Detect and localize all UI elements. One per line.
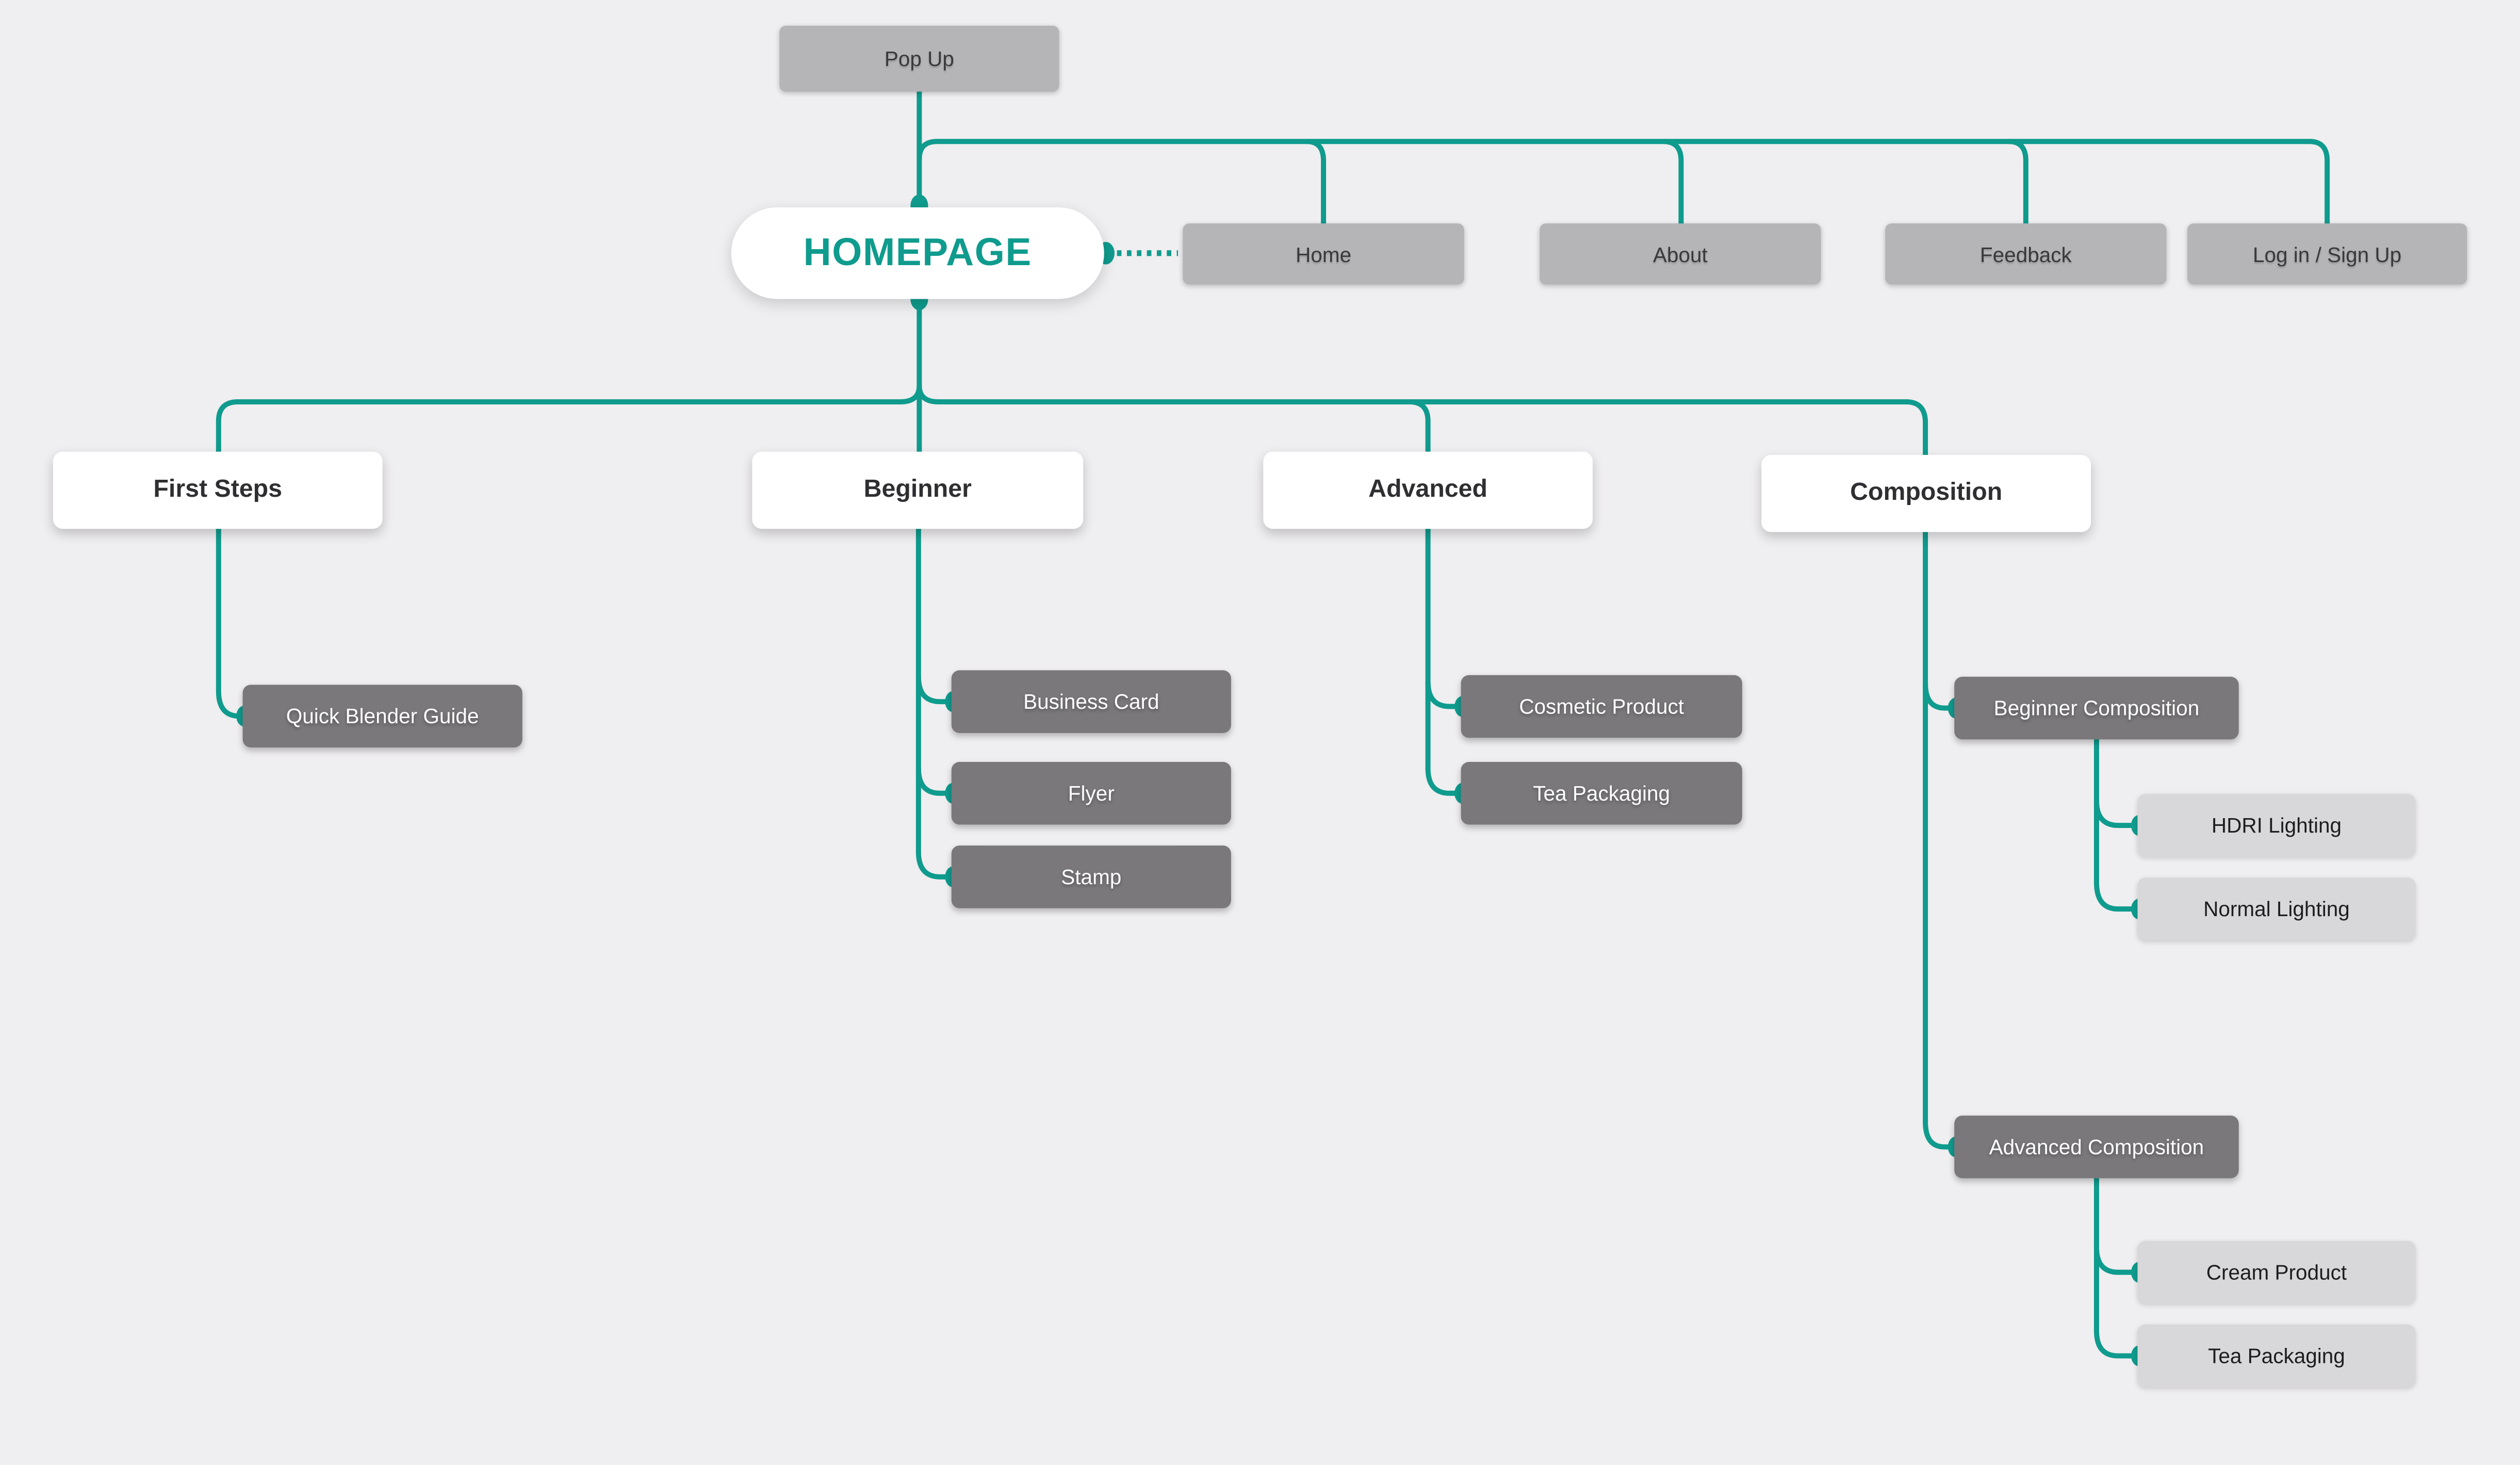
connector-advancedcomp-cream [2093,1245,2134,1275]
node-beginner-composition[interactable]: Beginner Composition [1954,676,2239,740]
node-login-signup[interactable]: Log in / Sign Up [2187,223,2467,285]
connector-beginner-businesscard [915,674,950,705]
node-beginner[interactable]: Beginner [752,451,1084,529]
node-cosmetic-product[interactable]: Cosmetic Product [1461,675,1742,738]
node-tea-packaging-advanced[interactable]: Tea Packaging [1461,762,1742,825]
connector-composition-beginnercomp [1923,680,1952,711]
connector-firststeps-quickguide [216,526,242,719]
connector-beginner-stamp [915,849,950,880]
node-first-steps[interactable]: First Steps [53,451,383,529]
node-advanced[interactable]: Advanced [1263,451,1593,529]
node-about[interactable]: About [1540,223,1821,285]
connector-advancedcomp-tea [2093,1328,2134,1359]
connector-rail-right [917,383,1928,458]
node-composition[interactable]: Composition [1761,454,2091,532]
node-quick-blender-guide[interactable]: Quick Blender Guide [242,685,522,747]
connector-top-rail [917,139,2330,226]
node-normal-lighting[interactable]: Normal Lighting [2137,877,2416,940]
connector-branch-feedback [2006,139,2028,226]
node-advanced-composition[interactable]: Advanced Composition [1954,1115,2239,1179]
connector-branch-about [1661,139,1684,226]
connector-rail-left [216,383,922,454]
connector-advanced-teapackaging [1425,766,1459,796]
connector-branch-advanced [1406,399,1431,454]
node-hdri-lighting[interactable]: HDRI Lighting [2137,794,2416,857]
connector-composition-advancedcomp [1923,1119,1952,1150]
connector-advanced-cosmetic [1425,679,1459,709]
node-business-card[interactable]: Business Card [951,670,1231,733]
node-tea-packaging-composition[interactable]: Tea Packaging [2137,1324,2416,1388]
node-home[interactable]: Home [1183,223,1464,285]
node-stamp[interactable]: Stamp [951,845,1231,908]
node-cream-product[interactable]: Cream Product [2137,1241,2416,1304]
node-feedback[interactable]: Feedback [1885,223,2167,285]
connector-branch-home [1304,139,1327,226]
node-popup[interactable]: Pop Up [779,25,1059,92]
node-flyer[interactable]: Flyer [951,762,1231,825]
connector-beginnercomp-hdri [2093,797,2134,828]
connector-beginnercomp-normal [2093,880,2134,912]
node-homepage[interactable]: HOMEPAGE [731,207,1104,299]
connector-beginner-flyer [915,766,950,796]
